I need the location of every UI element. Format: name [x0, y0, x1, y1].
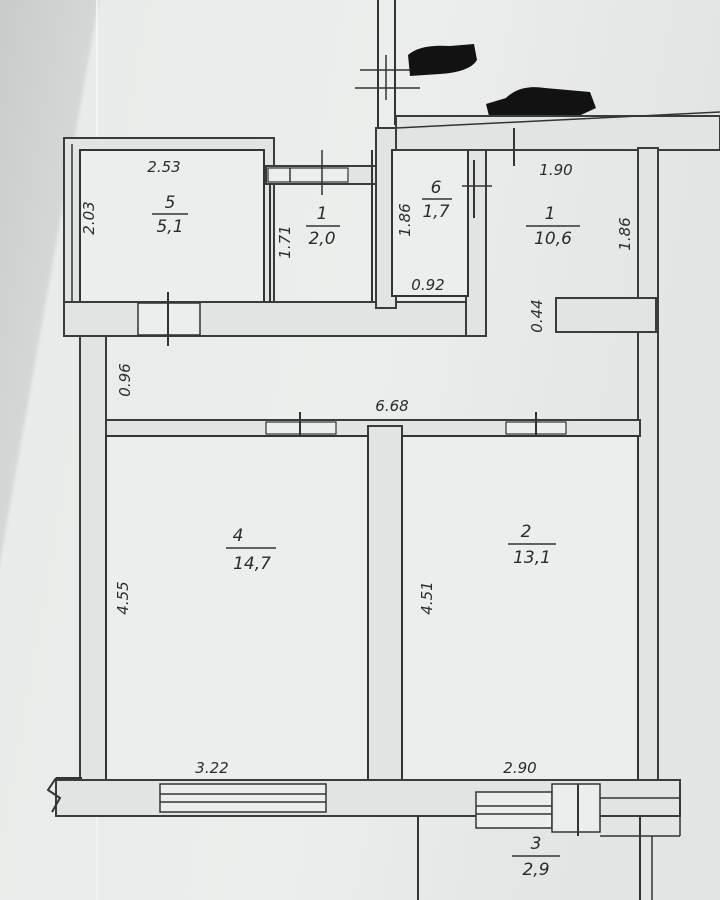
- dim-room1-large-height: 1.86: [616, 217, 634, 250]
- room-area: 10,6: [534, 229, 572, 249]
- partition-4-2: [367, 425, 403, 787]
- room-area: 2,0: [308, 229, 335, 249]
- dim-room6-height: 1.86: [396, 203, 414, 236]
- dim-room1-height: 1.71: [276, 225, 294, 258]
- room-area: 2,9: [522, 860, 549, 880]
- top-right-wall: [395, 111, 720, 166]
- room-2-label: 2 13,1: [508, 522, 556, 568]
- room-number: 6: [431, 178, 442, 198]
- bottom-wall: [46, 777, 681, 837]
- window-room-4: [159, 783, 327, 813]
- room-6-label: 6 1,7: [422, 178, 452, 222]
- window-room-2: [475, 791, 553, 829]
- dim-room2-height: 4.51: [418, 581, 436, 614]
- room-number: 4: [233, 526, 244, 546]
- room-5-label: 5 5,1: [152, 193, 188, 237]
- dim-room2-width: 2.90: [503, 759, 536, 777]
- top-shaft: [355, 0, 420, 150]
- dim-room1-large-width: 1.90: [539, 161, 572, 179]
- dim-room5-height: 2.03: [80, 201, 98, 234]
- redaction-mark: [408, 44, 477, 76]
- room-1-large-label: 1 10,6: [526, 204, 580, 249]
- dim-room4-width: 3.22: [195, 759, 228, 777]
- dim-room6-width: 0.92: [411, 276, 444, 294]
- room-area: 14,7: [233, 554, 271, 574]
- dim-room4-height: 4.55: [114, 581, 132, 614]
- room-number: 1: [545, 204, 556, 224]
- room-number: 2: [521, 522, 532, 542]
- room-number: 3: [531, 834, 542, 854]
- dim-corridor: 0.96: [116, 363, 134, 396]
- room-1-small-walls: [265, 150, 377, 302]
- room-3-label: 3 2,9: [512, 834, 560, 880]
- room-1-small-label: 1 2,0: [306, 204, 340, 249]
- dim-overall-width: 6.68: [375, 397, 408, 415]
- room-outlines: [105, 435, 639, 781]
- redaction-mark: [486, 87, 596, 124]
- room-area: 13,1: [513, 548, 551, 568]
- room-4-label: 4 14,7: [226, 526, 276, 574]
- dim-room5-width: 2.53: [147, 158, 180, 176]
- room-area: 1,7: [422, 202, 449, 222]
- redaction-marks: [408, 44, 596, 124]
- room-number: 1: [317, 204, 328, 224]
- left-wall: [79, 335, 107, 793]
- dim-niche: 0.44: [528, 299, 546, 332]
- room-area: 5,1: [156, 217, 183, 237]
- balcony-walls: [417, 816, 653, 900]
- room-number: 5: [165, 193, 176, 213]
